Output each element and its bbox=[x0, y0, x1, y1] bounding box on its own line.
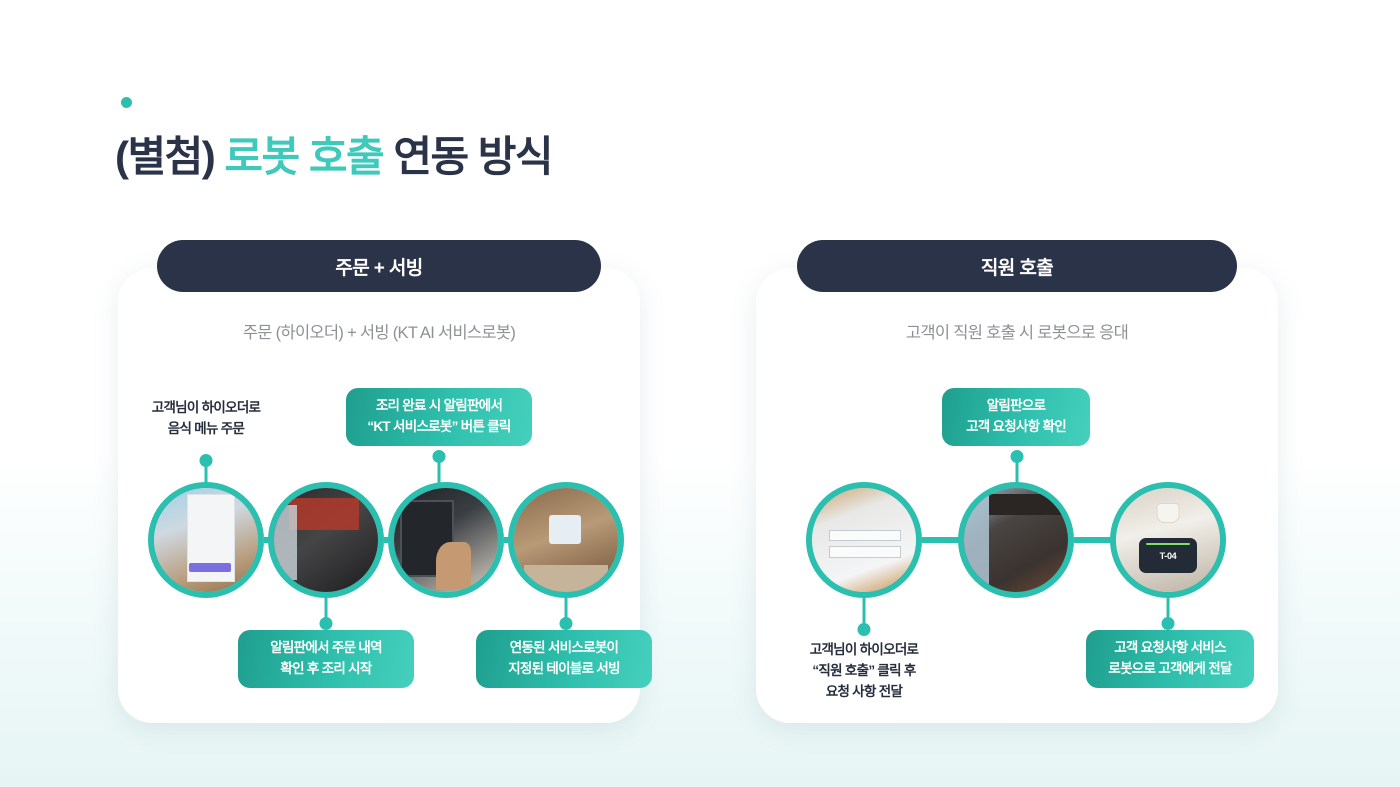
pin-stem bbox=[862, 598, 865, 627]
pin-knob bbox=[559, 617, 572, 630]
photo-circle-staff-board[interactable] bbox=[958, 482, 1074, 598]
page-title-suffix: 연동 방식 bbox=[383, 133, 553, 180]
photo-art-hiorder-form bbox=[812, 488, 916, 592]
pin-order-step3 bbox=[432, 450, 445, 484]
photo-circle-kitchen-board[interactable] bbox=[268, 482, 384, 598]
pin-knob bbox=[319, 617, 332, 630]
pin-stem bbox=[564, 598, 567, 621]
photo-art-robot: T-04 bbox=[1116, 488, 1220, 592]
robot-screen-bar bbox=[1145, 542, 1191, 546]
pin-stem bbox=[324, 598, 327, 621]
card-subtitle-staff-call: 고객이 직원 호출 시 로봇으로 응대 bbox=[905, 324, 1129, 342]
rail-connector bbox=[1074, 537, 1120, 543]
photo-art-tablet-order bbox=[154, 488, 258, 592]
pin-order-step4 bbox=[559, 598, 572, 630]
photo-circle-order-tablet[interactable] bbox=[148, 482, 264, 598]
pin-stem bbox=[437, 459, 440, 484]
pin-knob bbox=[1010, 450, 1023, 463]
photo-art-serving-table bbox=[514, 488, 618, 592]
callout-staff-step3: 고객 요청사항 서비스 로봇으로 고객에게 전달 bbox=[1086, 630, 1254, 688]
pin-knob bbox=[432, 450, 445, 463]
card-header-staff-call: 직원 호출 bbox=[797, 240, 1237, 292]
robot-table-code: T-04 bbox=[1159, 550, 1177, 561]
photo-circle-hiorder-request[interactable] bbox=[806, 482, 922, 598]
pin-stem bbox=[204, 463, 207, 484]
pin-order-step2 bbox=[319, 598, 332, 630]
card-staff-call: 직원 호출 고객이 직원 호출 시 로봇으로 응대 T-04 알림판으로 고객 … bbox=[756, 240, 1278, 723]
photo-circle-robot-serving[interactable] bbox=[508, 482, 624, 598]
page-title: (별첨) 로봇 호출 연동 방식 bbox=[115, 123, 554, 184]
label-order-step1: 고객님이 하이오더로 음식 메뉴 주문 bbox=[151, 400, 261, 436]
pin-knob bbox=[199, 454, 212, 467]
pin-stem bbox=[1015, 459, 1018, 484]
card-subtitle-order-serving: 주문 (하이오더) + 서빙 (KT AI 서비스로봇) bbox=[242, 324, 516, 342]
robot-screen: T-04 bbox=[1138, 537, 1198, 574]
photo-art-kiosk-dark bbox=[274, 488, 378, 592]
pin-knob bbox=[1161, 617, 1174, 630]
page-title-accent: 로봇 호출 bbox=[224, 133, 384, 180]
label-staff-step1: 고객님이 하이오더로 “직원 호출” 클릭 후 요청 사항 전달 bbox=[809, 642, 919, 699]
pin-knob bbox=[857, 623, 870, 636]
pin-stem bbox=[1166, 598, 1169, 621]
pin-staff-step2 bbox=[1010, 450, 1023, 484]
pin-staff-step1 bbox=[857, 598, 870, 636]
photo-circle-service-robot[interactable]: T-04 bbox=[1110, 482, 1226, 598]
card-order-serving: 주문 + 서빙 주문 (하이오더) + 서빙 (KT AI 서비스로봇) 고객님… bbox=[118, 240, 652, 723]
pin-staff-step3 bbox=[1161, 598, 1174, 630]
card-header-order-serving: 주문 + 서빙 bbox=[157, 240, 601, 292]
callout-order-step3: 조리 완료 시 알림판에서 “KT 서비스로봇” 버튼 클릭 bbox=[346, 388, 532, 446]
pin-order-step1 bbox=[199, 454, 212, 484]
page-title-prefix: (별첨) bbox=[115, 133, 225, 180]
callout-order-step2: 알림판에서 주문 내역 확인 후 조리 시작 bbox=[238, 630, 414, 688]
title-bullet-dot bbox=[121, 97, 132, 108]
photo-circle-board-touch[interactable] bbox=[388, 482, 504, 598]
photo-art-staff-board bbox=[964, 488, 1068, 592]
photo-art-kiosk-touch bbox=[394, 488, 498, 592]
callout-staff-step2: 알림판으로 고객 요청사항 확인 bbox=[942, 388, 1090, 446]
callout-order-step4: 연동된 서비스로봇이 지정된 테이블로 서빙 bbox=[476, 630, 652, 688]
rail-connector bbox=[922, 537, 968, 543]
